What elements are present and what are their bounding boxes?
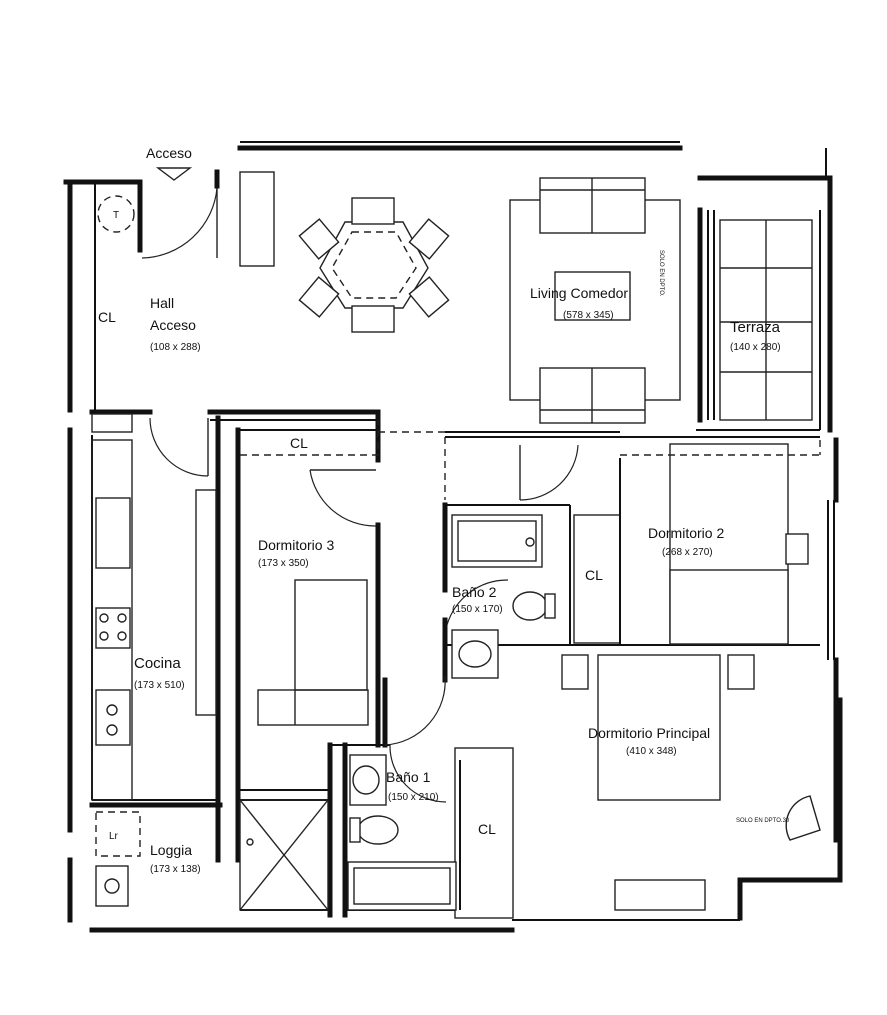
shower bbox=[239, 799, 329, 911]
closet-bedroom-2-label: CL bbox=[585, 567, 603, 583]
loggia-fixtures bbox=[95, 811, 141, 907]
bath-2-dimensions: (150 x 170) bbox=[452, 604, 503, 615]
corner-note: SOLO EN DPTO.30 bbox=[736, 818, 790, 824]
hall-label-line-2: Acceso bbox=[150, 317, 196, 333]
bath-1-label: Baño 1 bbox=[386, 769, 431, 785]
bath-2-label: Baño 2 bbox=[452, 584, 497, 600]
main-bedroom-label: Dormitorio Principal bbox=[588, 725, 710, 741]
terrace-label: Terraza bbox=[730, 319, 781, 336]
living-dimensions: (578 x 345) bbox=[563, 310, 614, 321]
dining-table bbox=[298, 197, 450, 333]
loggia-label: Loggia bbox=[150, 842, 192, 858]
bedroom-2-furniture bbox=[669, 443, 809, 645]
terrace-dimensions: (140 x 280) bbox=[730, 342, 781, 353]
main-bedroom-dimensions: (410 x 348) bbox=[626, 746, 677, 757]
bedroom-3-label: Dormitorio 3 bbox=[258, 537, 334, 553]
closet-main-bedroom-label: CL bbox=[478, 821, 496, 837]
kitchen-dimensions: (173 x 510) bbox=[134, 680, 185, 691]
closet-bedroom-3-label: CL bbox=[290, 435, 308, 451]
bath-2-fixtures bbox=[451, 514, 556, 679]
bedroom-2-label: Dormitorio 2 bbox=[648, 525, 724, 541]
acceso-label: Acceso bbox=[146, 145, 192, 161]
kitchen-counter bbox=[91, 439, 217, 801]
closet-hall-label: CL bbox=[98, 309, 116, 325]
hall-dimensions: (108 x 288) bbox=[150, 342, 201, 353]
dashed-lines bbox=[240, 420, 821, 500]
water-heater-symbol bbox=[97, 195, 135, 233]
kitchen-label: Cocina bbox=[134, 655, 181, 672]
living-label: Living Comedor bbox=[530, 285, 628, 301]
living-furniture bbox=[509, 177, 681, 424]
vertical-note: SOLO EN DPTO. bbox=[658, 250, 664, 297]
entry-arrow bbox=[155, 167, 193, 181]
bedroom-3-dimensions: (173 x 350) bbox=[258, 558, 309, 569]
laundry-label: Lr bbox=[109, 831, 119, 842]
exterior-walls bbox=[63, 141, 843, 933]
terrace-structure bbox=[696, 207, 821, 431]
door-swings bbox=[141, 187, 579, 803]
loggia-dimensions: (173 x 138) bbox=[150, 864, 201, 875]
bath-1-fixtures bbox=[347, 754, 457, 911]
interior-walls bbox=[89, 169, 820, 919]
bedroom-3-bed bbox=[257, 579, 369, 726]
bath-1-dimensions: (150 x 210) bbox=[388, 792, 439, 803]
water-heater-label: T bbox=[113, 210, 119, 221]
bedroom-2-dimensions: (268 x 270) bbox=[662, 547, 713, 558]
main-bedroom-furniture bbox=[561, 654, 821, 911]
hall-label-line-1: Hall bbox=[150, 295, 174, 311]
